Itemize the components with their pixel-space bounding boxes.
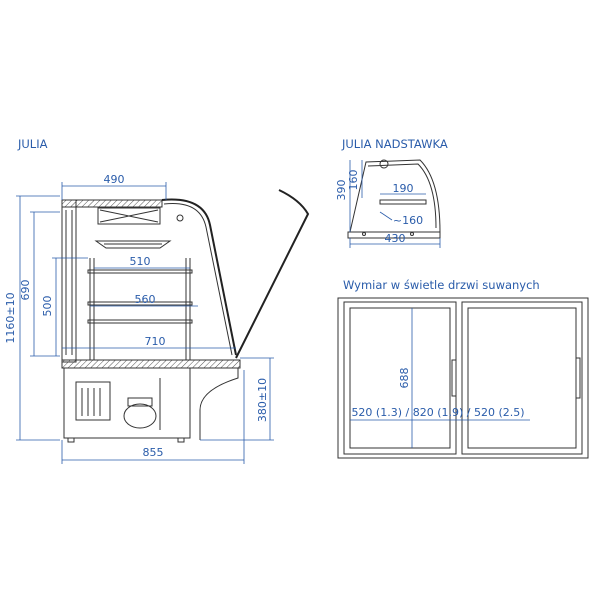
label-shelf-2: 560 — [135, 293, 156, 306]
lamp-box — [97, 207, 161, 225]
shelf-middle — [87, 301, 193, 306]
front-panel — [190, 367, 239, 440]
label-width-top: 490 — [104, 173, 125, 186]
shelf-top — [87, 269, 193, 274]
counter-top — [61, 359, 241, 369]
label-shelf-1: 510 — [130, 255, 151, 268]
title-julia-nadstawka: JULIA NADSTAWKA — [341, 137, 448, 151]
shelf-light — [94, 240, 172, 249]
compressor — [123, 403, 157, 429]
label-nad-depth: ~160 — [393, 214, 423, 227]
door-view: 688 520 (1.3) / 820 (1.9) / 520 (2.5) — [337, 297, 589, 459]
shelf-lower — [87, 319, 193, 324]
top-canopy — [61, 199, 163, 208]
title-julia: JULIA — [17, 137, 48, 151]
label-nad-width: 430 — [385, 232, 406, 245]
label-nad-shelf: 190 — [393, 182, 414, 195]
rear-frame — [61, 199, 77, 363]
label-height-upper: 690 — [19, 280, 32, 301]
julia-side-view: 1160±10 690 500 490 510 560 710 380±10 8… — [4, 173, 310, 464]
door-right-frame — [461, 301, 583, 455]
front-glass — [161, 198, 237, 356]
door-outer-frame — [337, 297, 589, 459]
label-height-base: 380±10 — [256, 378, 269, 422]
open-glass-door — [235, 189, 310, 359]
left-handle — [451, 359, 457, 397]
nadstawka-view: 390 160 190 ~160 430 — [335, 159, 441, 248]
refrigeration-unit — [63, 367, 191, 439]
condenser — [75, 381, 111, 421]
nadstawka-shelf — [379, 199, 427, 205]
label-door-height: 688 — [398, 368, 411, 389]
label-nad-inner: 160 — [347, 170, 360, 191]
right-handle — [575, 357, 581, 399]
title-door-dimension: Wymiar w świetle drzwi suwanych — [343, 278, 540, 292]
label-height-shelf: 500 — [41, 296, 54, 317]
label-width-total: 855 — [143, 446, 164, 459]
nadstawka-base — [347, 231, 441, 239]
label-height-total: 1160±10 — [4, 292, 17, 343]
label-shelf-3: 710 — [145, 335, 166, 348]
nadstawka-body — [349, 159, 441, 233]
label-nad-height: 390 — [335, 180, 348, 201]
label-door-widths: 520 (1.3) / 820 (1.9) / 520 (2.5) — [351, 406, 524, 419]
